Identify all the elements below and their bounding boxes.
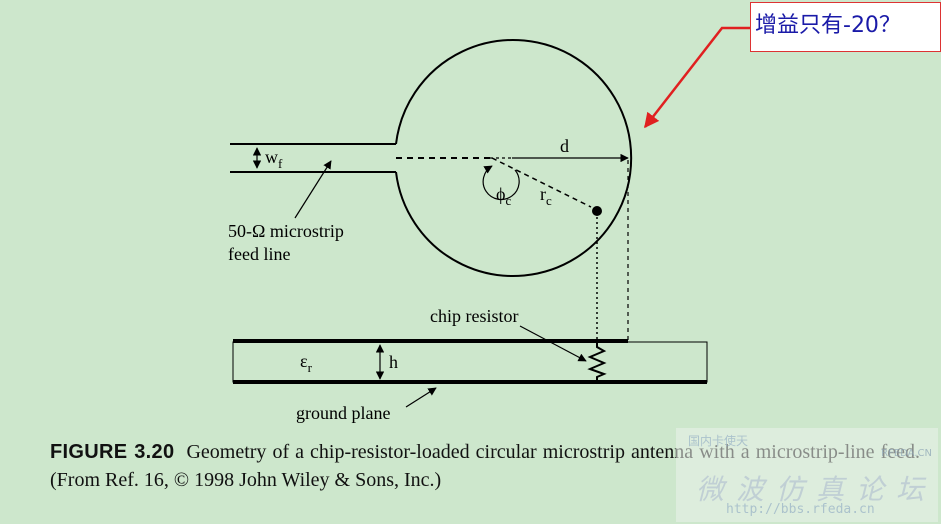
feed-line-label-line1: 50-Ω microstrip <box>228 221 344 241</box>
feed-line-pointer <box>294 160 332 219</box>
wf-label: wf <box>265 147 283 171</box>
ground-plane-label: ground plane <box>296 403 390 423</box>
watermark-site-text: RFEDA.CN <box>881 448 932 459</box>
resistor-location-dot <box>592 206 602 216</box>
watermark-url: http://bbs.rfeda.cn <box>726 502 875 517</box>
forum-watermark: 国内卡使天 RFEDA.CN 微波仿真论坛 http://bbs.rfeda.c… <box>676 428 938 522</box>
d-label: d <box>560 136 569 156</box>
chip-resistor-label: chip resistor <box>430 306 518 326</box>
rc-dashed-radius <box>491 157 592 208</box>
epsilon-label: εr <box>300 351 313 375</box>
watermark-top-text: 国内卡使天 <box>688 434 749 448</box>
annotation-arrow <box>644 26 750 129</box>
rc-label: rc <box>540 184 552 208</box>
figure-label: FIGURE 3.20 <box>50 441 175 463</box>
feed-line-label-line2: feed line <box>228 244 290 264</box>
h-label: h <box>389 352 398 372</box>
watermark-title: 微波仿真论坛 <box>696 473 937 506</box>
phi-label: ϕc <box>496 184 511 208</box>
ground-plane-pointer <box>405 387 437 408</box>
chip-resistor-pointer <box>519 325 587 362</box>
phi-angle-arc <box>482 165 520 201</box>
annotation-note: 增益只有-20？ <box>750 2 941 52</box>
chip-resistor-symbol <box>587 343 607 380</box>
circular-patch <box>395 39 633 277</box>
